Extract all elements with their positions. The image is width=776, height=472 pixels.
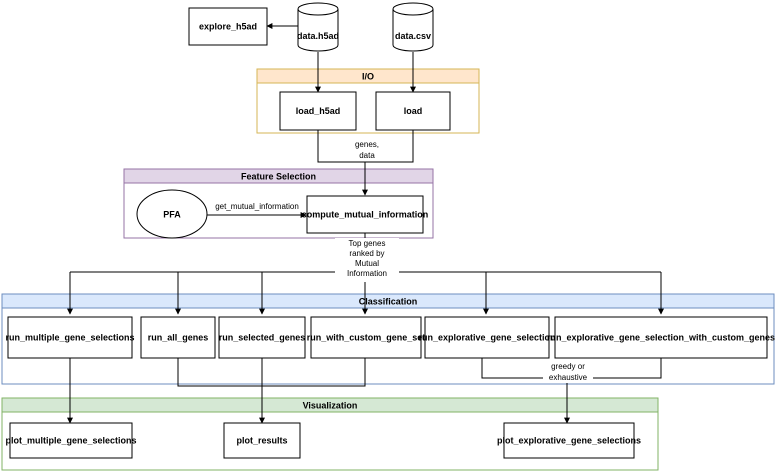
compute-mi-label: compute_mutual_information <box>302 210 429 220</box>
plot-explorative-node[interactable]: plot_explorative_gene_selections <box>497 422 641 459</box>
top-genes-label-line3: Mutual <box>355 259 379 268</box>
plot-multiple-node[interactable]: plot_multiple_gene_selections <box>5 422 137 459</box>
top-genes-label-line1: Top genes <box>349 239 386 248</box>
explore-h5ad-label: explore_h5ad <box>199 22 257 32</box>
data-h5ad-label: data.h5ad <box>297 31 339 41</box>
explore-h5ad-node[interactable]: explore_h5ad <box>188 7 268 46</box>
pfa-node[interactable]: PFA <box>136 189 208 239</box>
top-genes-label-line2: ranked by <box>349 249 384 258</box>
pfa-label: PFA <box>163 210 181 220</box>
get-mi-label: get_mutual_information <box>215 202 299 211</box>
run-selected-node[interactable]: run_selected_genes <box>218 316 306 359</box>
data-h5ad-node[interactable]: data.h5ad <box>297 2 339 52</box>
plot-results-label: plot_results <box>236 436 287 446</box>
run-multiple-node[interactable]: run_multiple_gene_selections <box>5 316 135 359</box>
run-selected-label: run_selected_genes <box>219 333 306 343</box>
edge-labels: genes, data get_mutual_information Top g… <box>215 139 593 383</box>
io-group-title: I/O <box>362 72 374 82</box>
load-h5ad-node[interactable]: load_h5ad <box>279 91 357 131</box>
run-all-label: run_all_genes <box>148 333 209 343</box>
plot-multiple-label: plot_multiple_gene_selections <box>5 436 136 446</box>
plot-results-node[interactable]: plot_results <box>223 422 301 459</box>
run-explorative-label: run_explorative_gene_selection <box>418 333 555 343</box>
visualization-group-title: Visualization <box>303 401 358 411</box>
genes-data-label-line2: data <box>359 151 375 160</box>
run-explorative-node[interactable]: run_explorative_gene_selection <box>418 316 556 359</box>
classification-group-title: Classification <box>359 297 418 307</box>
edge-all-custom-merge <box>177 358 366 387</box>
run-all-node[interactable]: run_all_genes <box>140 316 216 359</box>
data-csv-node[interactable]: data.csv <box>392 2 434 52</box>
run-custom-label: run_with_custom_gene_set <box>307 333 426 343</box>
load-h5ad-label: load_h5ad <box>296 106 341 116</box>
load-node[interactable]: load <box>375 91 451 131</box>
run-custom-node[interactable]: run_with_custom_gene_set <box>307 316 426 359</box>
run-multiple-label: run_multiple_gene_selections <box>5 333 134 343</box>
data-csv-label: data.csv <box>395 31 431 41</box>
compute-mi-node[interactable]: compute_mutual_information <box>302 195 429 234</box>
feature-selection-group-title: Feature Selection <box>241 172 316 182</box>
genes-data-label-line1: genes, <box>355 140 379 149</box>
greedy-label-line1: greedy or <box>551 362 585 371</box>
run-explorative-custom-node[interactable]: run_explorative_gene_selection_with_cust… <box>547 316 775 359</box>
greedy-label-line2: exhaustive <box>549 373 588 382</box>
run-explorative-custom-label: run_explorative_gene_selection_with_cust… <box>547 333 775 343</box>
load-label: load <box>404 106 423 116</box>
top-genes-label-line4: Information <box>347 269 387 278</box>
plot-explorative-label: plot_explorative_gene_selections <box>497 436 641 446</box>
